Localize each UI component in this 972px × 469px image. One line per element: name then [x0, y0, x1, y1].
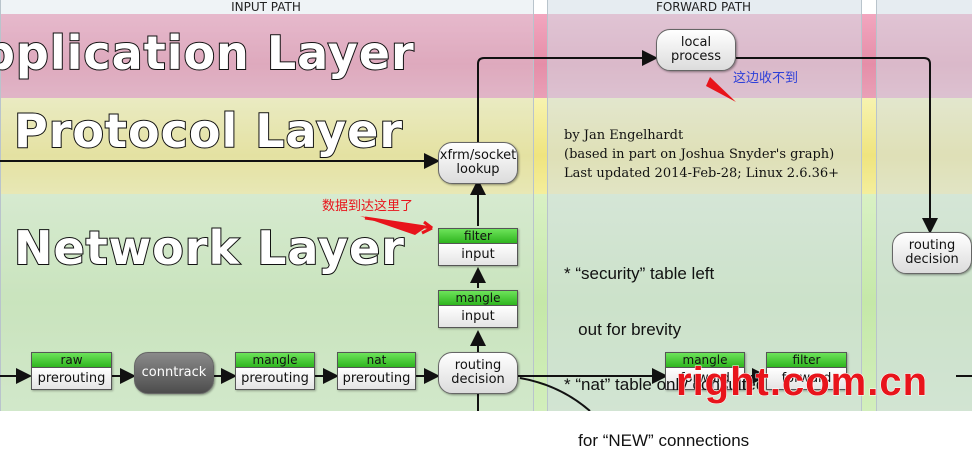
nat-prerouting-chain: nat prerouting: [337, 352, 416, 390]
chain-table-label: raw: [32, 353, 111, 368]
chain-table-label: mangle: [236, 353, 314, 368]
output-path-column: [876, 0, 972, 411]
chain-table-label: nat: [338, 353, 415, 368]
chain-hook-label: prerouting: [236, 368, 314, 389]
forward-path-header: FORWARD PATH: [655, 0, 752, 14]
chain-hook-label: input: [439, 306, 517, 327]
chain-hook-label: forward: [767, 368, 846, 389]
mangle-input-chain: mangle input: [438, 290, 518, 328]
raw-prerouting-chain: raw prerouting: [31, 352, 112, 390]
mangle-prerouting-chain: mangle prerouting: [235, 352, 315, 390]
chain-hook-label: input: [439, 244, 517, 265]
protocol-layer-title: Protocol Layer: [13, 104, 404, 158]
chain-hook-label: forward: [666, 368, 744, 389]
credits-text: by Jan Engelhardt (based in part on Josh…: [564, 128, 840, 181]
notes-text: * “security” table left out for brevity …: [564, 264, 766, 450]
chain-table-label: filter: [767, 353, 846, 368]
mangle-forward-chain: mangle forward: [665, 352, 745, 390]
chain-table-label: filter: [439, 229, 517, 244]
annotation-arrow-not-received: [706, 77, 736, 102]
chain-hook-label: prerouting: [338, 368, 415, 389]
chain-table-label: mangle: [666, 353, 744, 368]
conntrack-node: conntrack: [134, 352, 214, 394]
application-layer-title: pplication Layer: [0, 26, 415, 80]
chain-hook-label: prerouting: [32, 368, 111, 389]
filter-forward-chain: filter forward: [766, 352, 847, 390]
network-layer-title: Network Layer: [13, 221, 405, 275]
annotation-data-arrives: 数据到达这里了: [322, 199, 414, 214]
chain-table-label: mangle: [439, 291, 517, 306]
filter-input-chain: filter input: [438, 228, 518, 266]
flow-lines: [0, 50, 972, 411]
input-path-header: INPUT PATH: [231, 0, 301, 14]
watermark: right.com.cn: [675, 360, 929, 405]
annotation-not-received: 这边收不到: [733, 71, 799, 86]
input-path-column: [0, 0, 534, 411]
